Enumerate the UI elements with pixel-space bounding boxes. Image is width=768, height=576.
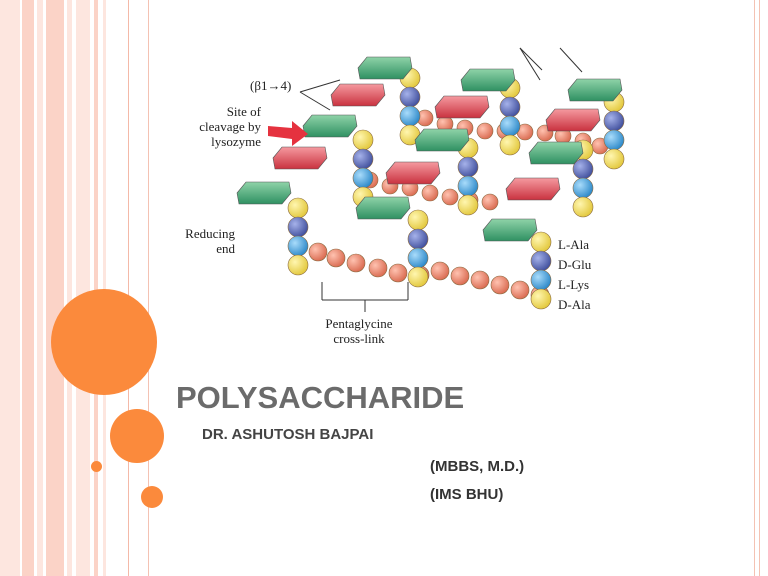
beta-linkage-label: (β1→4) [250,78,292,93]
right-border-line [759,0,760,576]
peptide-stack-c-lys [530,269,552,291]
peptide-stack-b-ala [407,209,429,231]
sugar-ring [330,83,386,107]
sugar-ring [545,108,601,132]
glycine-bead [388,263,408,283]
amino-acid-label-2: D-Glu [558,257,592,272]
glycine-bead [326,248,346,268]
sugar-ring [236,181,292,205]
reducing-end-label: Reducing end [185,226,235,256]
sugar-ring [302,114,358,138]
right-border-line [754,0,755,576]
cleavage-arrow [268,121,308,146]
peptide-stack-h-dala [499,134,521,156]
glycine-bead [476,122,494,140]
amino-acid-label-1: L-Ala [558,237,590,252]
tiny-orange-circle [91,461,102,472]
sugar-ring [357,56,413,80]
peptide-stack-f-lys [572,177,594,199]
chain-pointer [519,47,541,81]
peptide-stack-d-glu [352,148,374,170]
sugar-ring [567,78,623,102]
peptide-stack-i-lys [603,129,625,151]
peptide-stack-h-glu [499,96,521,118]
peptide-stack-i-glu [603,110,625,132]
glycine-bead [481,193,499,211]
peptide-stack-h-lys [499,115,521,137]
pentaglycine-label: Pentaglycine cross-link [325,316,393,346]
beta-link-pointer [299,91,331,111]
peptide-stack-b-dala [407,266,429,288]
peptide-stack-i-dala [603,148,625,170]
sugar-ring [528,141,584,165]
sugar-ring [355,196,411,220]
glycine-bead [308,242,328,262]
glycine-bead [430,261,450,281]
author-institution: (IMS BHU) [430,486,504,503]
peptide-stack-e-lys [457,175,479,197]
author-name: DR. ASHUTOSH BAJPAI [202,426,374,443]
peptide-stack-a-ala [287,197,309,219]
cleavage-site-label: Site of cleavage by lysozyme [199,104,261,149]
glycine-bead [450,266,470,286]
author-degree: (MBBS, M.D.) [430,458,525,475]
sugar-ring [385,161,441,185]
peptide-stack-a-glu [287,216,309,238]
peptide-stack-a-lys [287,235,309,257]
slide-title: POLYSACCHARIDE [176,380,465,415]
glycine-bead [441,188,459,206]
peptide-stack-g-glu [399,86,421,108]
peptide-stack-a-dala [287,254,309,276]
decorative-stripes [0,0,130,576]
peptide-stack-e-glu [457,156,479,178]
glycine-bead [490,275,510,295]
small-orange-circle [141,486,163,508]
sugar-ring [414,128,470,152]
peptide-stack-c-ala [530,231,552,253]
peptide-stack-b-glu [407,228,429,250]
glycine-bead [510,280,530,300]
sugar-ring [505,177,561,201]
beta-link-pointer [299,79,341,93]
medium-orange-circle [110,409,164,463]
glycine-bead [470,270,490,290]
center-border-line [148,0,149,576]
peptide-stack-b-lys [407,247,429,269]
peptide-stack-g-lys [399,105,421,127]
amino-acid-label-4: D-Ala [558,297,591,312]
large-orange-circle [51,289,157,395]
peptide-stack-d-lys [352,167,374,189]
chain-pointer [559,47,583,73]
chain-pointer [519,47,543,71]
glycine-bead [346,253,366,273]
peptidoglycan-illustration [236,47,625,312]
sugar-ring [434,95,490,119]
peptide-stack-d-ala [352,129,374,151]
peptide-stack-c-glu [530,250,552,272]
glycine-bead [421,184,439,202]
sugar-ring [482,218,538,242]
peptide-stack-e-dala [457,194,479,216]
peptide-stack-f-dala [572,196,594,218]
peptidoglycan-diagram [150,40,640,360]
sugar-ring [272,146,328,170]
glycine-bead [368,258,388,278]
peptide-stack-c-dala [530,288,552,310]
sugar-ring [460,68,516,92]
amino-acid-label-3: L-Lys [558,277,590,292]
